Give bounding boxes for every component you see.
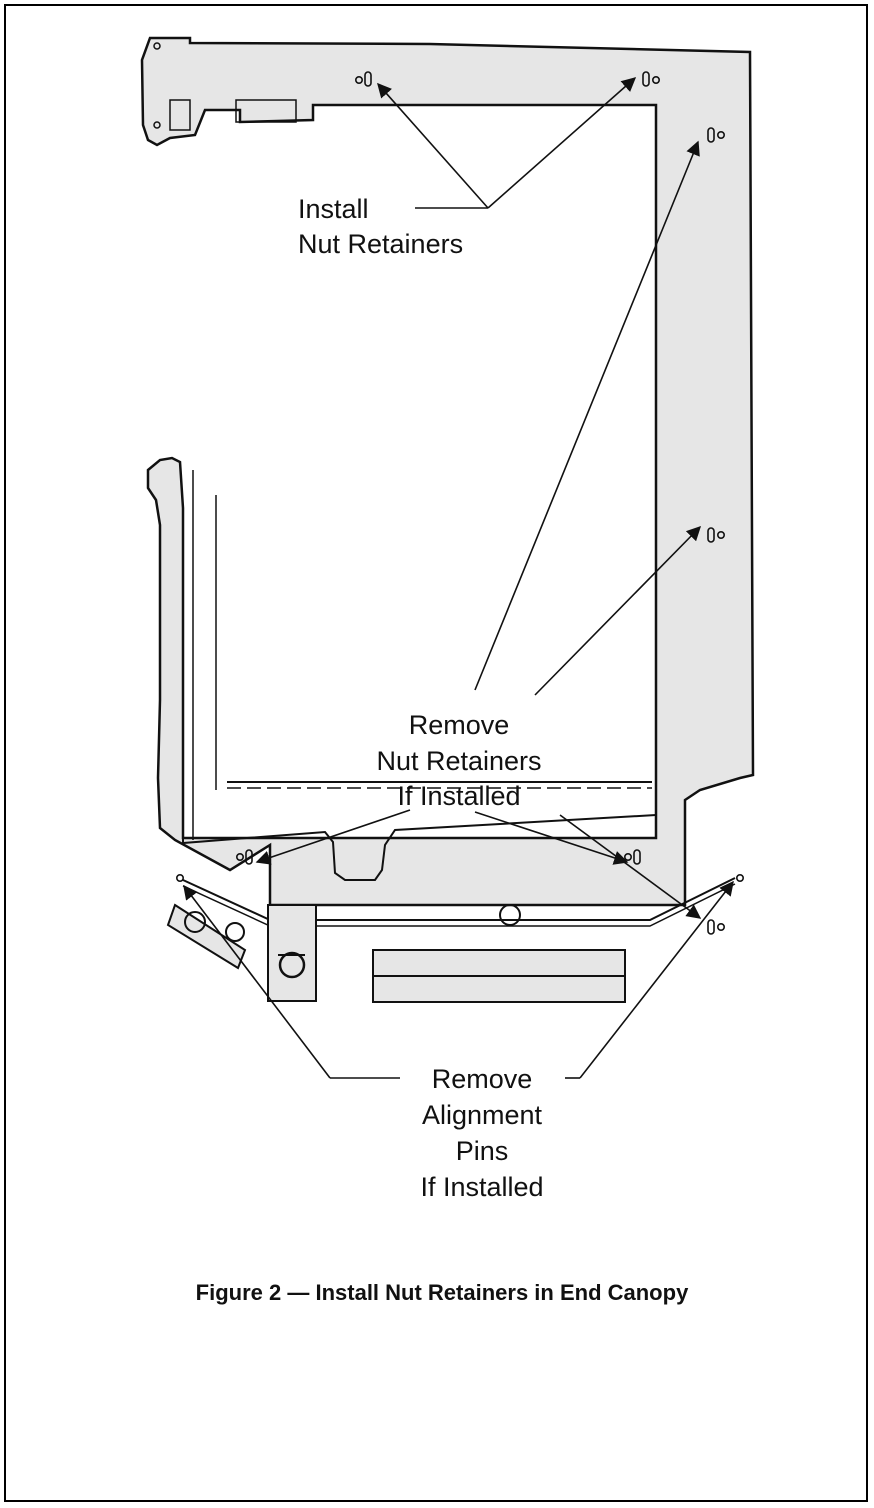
figure-caption: Figure 2 — Install Nut Retainers in End …	[196, 1280, 689, 1305]
figure-frame	[4, 4, 868, 1502]
label-remove-nuts-line2: Nut Retainers	[376, 746, 541, 776]
label-remove-pins-line1: Remove	[432, 1064, 533, 1094]
label-remove-pins-line2: Alignment	[422, 1100, 543, 1130]
label-remove-pins-line3: Pins	[456, 1136, 509, 1166]
leader-lines	[183, 77, 734, 1079]
label-remove-nuts-line3: If Installed	[397, 781, 520, 811]
label-remove-nuts-line1: Remove	[409, 710, 510, 740]
label-install-line2: Nut Retainers	[298, 229, 463, 259]
label-remove-pins-line4: If Installed	[420, 1172, 543, 1202]
canopy-panel	[140, 36, 755, 907]
crossmember-edge	[182, 814, 657, 881]
label-install-line1: Install	[298, 194, 369, 224]
retainer-holes	[176, 71, 744, 935]
